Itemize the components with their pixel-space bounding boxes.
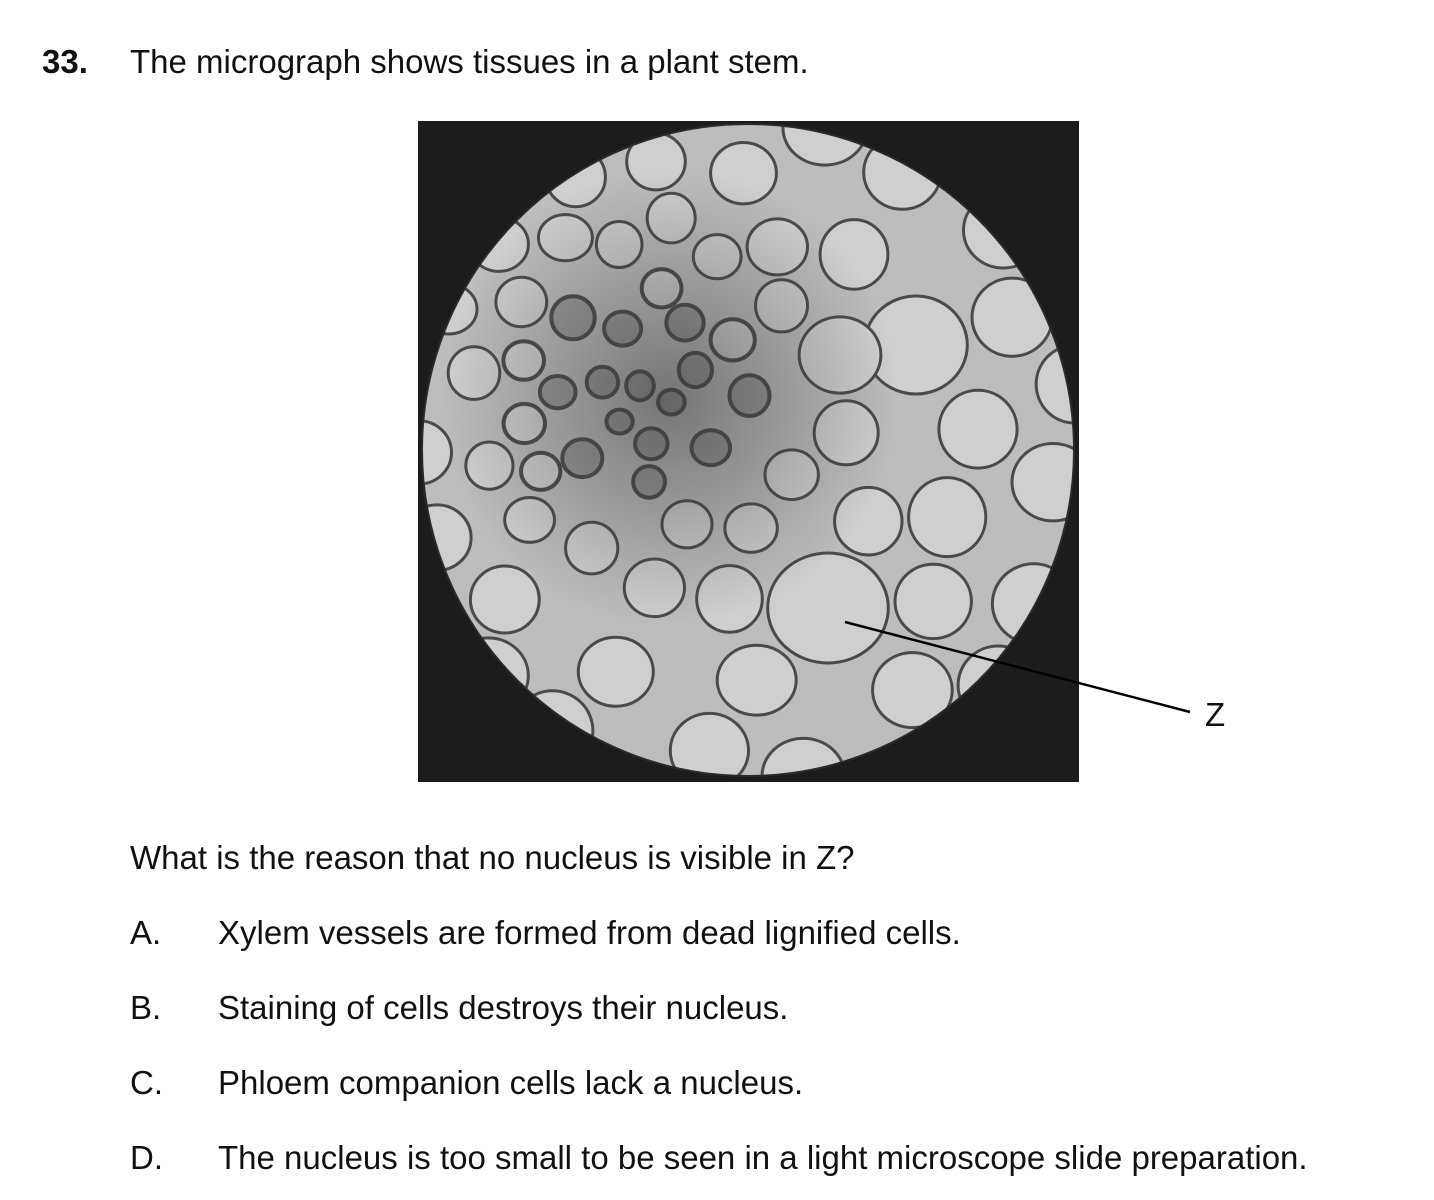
micrograph-dark-region [422, 124, 1074, 776]
option-c-text: Phloem companion cells lack a nucleus. [218, 1064, 804, 1101]
option-c-letter: C. [130, 1064, 163, 1101]
option-b-letter: B. [130, 989, 162, 1026]
question-prompt: What is the reason that no nucleus is vi… [130, 839, 855, 876]
option-d-letter: D. [130, 1139, 163, 1176]
question-stem: The micrograph shows tissues in a plant … [130, 43, 809, 80]
option-a-letter: A. [130, 914, 162, 951]
question-number: 33. [42, 43, 88, 80]
micrograph-figure: Z [418, 121, 1225, 782]
z-label: Z [1205, 696, 1225, 733]
option-a-text: Xylem vessels are formed from dead ligni… [218, 914, 961, 951]
option-b-text: Staining of cells destroys their nucleus… [218, 989, 789, 1026]
option-d-text: The nucleus is too small to be seen in a… [218, 1139, 1308, 1176]
micrograph-field-edge [421, 123, 1075, 777]
z-label-line [844, 620, 1191, 714]
